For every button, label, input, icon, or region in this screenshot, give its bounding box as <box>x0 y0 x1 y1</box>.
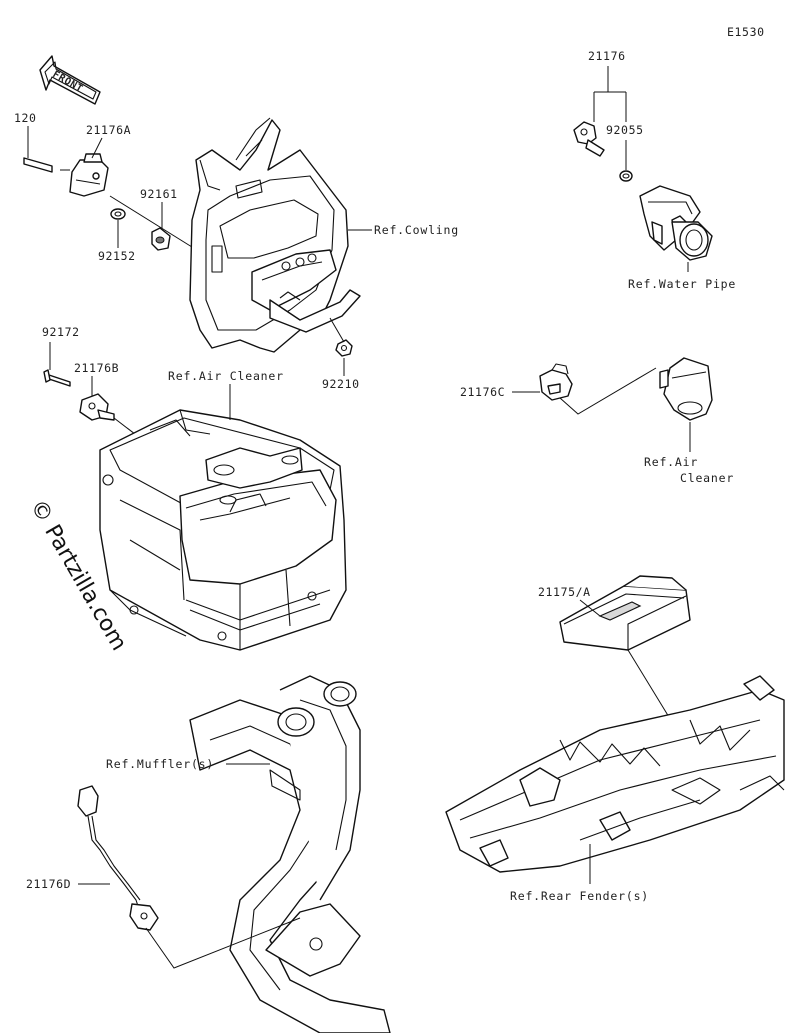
ref-air-cleaner-side-1: Ref.Air <box>644 455 698 469</box>
label-21176b: 21176B <box>74 361 119 375</box>
ref-water-pipe: Ref.Water Pipe <box>628 277 736 291</box>
label-21176: 21176 <box>588 49 626 63</box>
label-120: 120 <box>14 111 37 125</box>
ref-air-cleaner-side-2: Cleaner <box>680 471 734 485</box>
ref-air-cleaner-top: Ref.Air Cleaner <box>168 369 284 383</box>
ref-mufflers: Ref.Muffler(s) <box>106 757 214 771</box>
bolt-92172[interactable] <box>43 369 71 387</box>
label-92152: 92152 <box>98 249 136 263</box>
air-cleaner-sensor-mount <box>659 357 713 421</box>
front-arrow-icon: FRONT <box>39 55 101 105</box>
sensor-21176b[interactable] <box>79 393 115 421</box>
label-92161: 92161 <box>140 187 178 201</box>
label-21176d: 21176D <box>26 877 71 891</box>
sensor-21176[interactable] <box>573 121 605 157</box>
muffler-pipes <box>189 675 391 1033</box>
label-92055: 92055 <box>606 123 644 137</box>
nut-92210[interactable] <box>335 339 353 357</box>
label-21176c: 21176C <box>460 385 505 399</box>
air-cleaner-box <box>99 409 347 651</box>
label-92172: 92172 <box>42 325 80 339</box>
ref-rear-fender: Ref.Rear Fender(s) <box>510 889 649 903</box>
washer-92152[interactable] <box>110 208 126 220</box>
oxygen-sensor-21176d[interactable] <box>77 785 159 931</box>
label-21175a: 21175/A <box>538 585 591 599</box>
rear-fender <box>445 675 785 873</box>
water-pipe <box>639 185 713 261</box>
cowling-bracket <box>189 117 361 353</box>
label-21176a: 21176A <box>86 123 131 137</box>
sensor-21176a[interactable] <box>23 153 109 197</box>
diagram-code: E1530 <box>727 25 765 39</box>
grommet-92161[interactable] <box>151 227 171 251</box>
ref-cowling: Ref.Cowling <box>374 223 459 237</box>
label-92210: 92210 <box>322 377 360 391</box>
sensor-21176c[interactable] <box>539 363 573 401</box>
ecu-21175a[interactable] <box>559 575 691 651</box>
gasket-92055[interactable] <box>619 170 633 182</box>
